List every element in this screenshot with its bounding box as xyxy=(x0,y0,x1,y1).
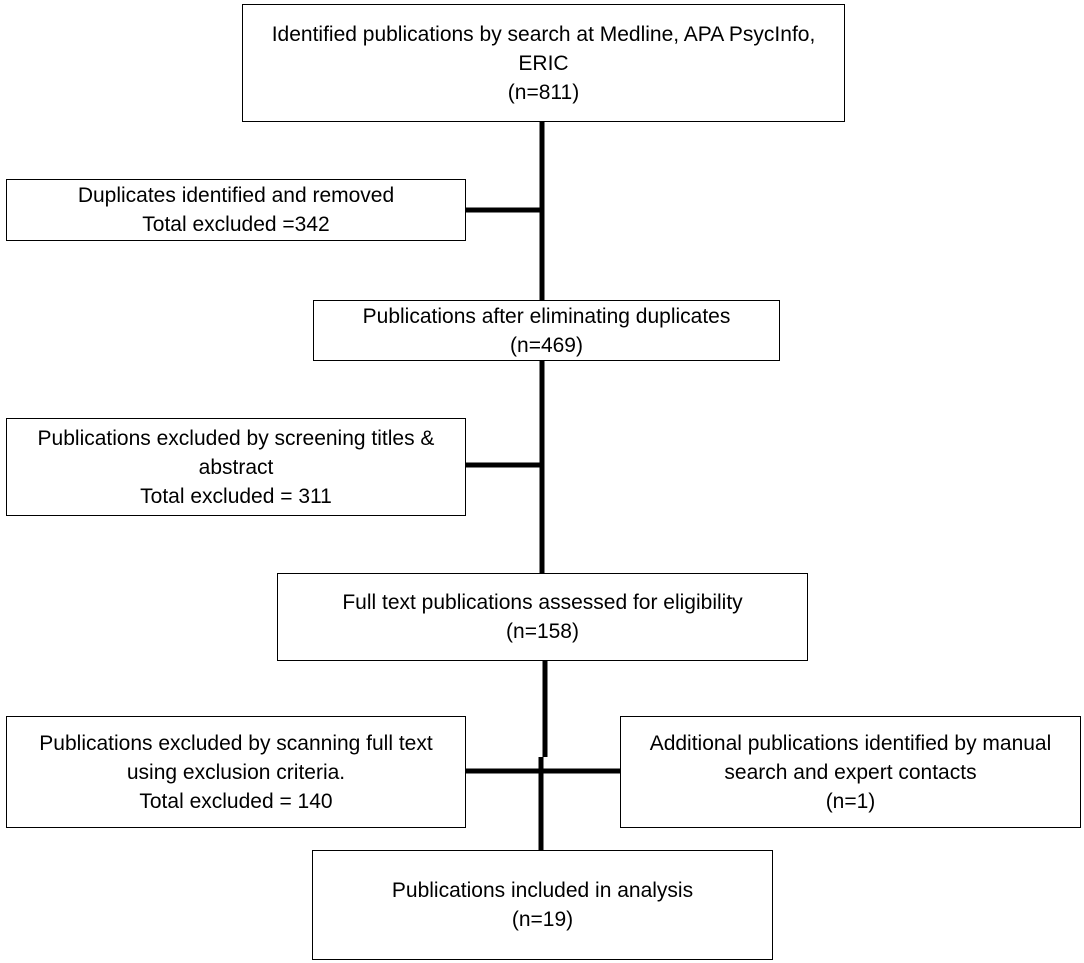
identified-line-2: ERIC xyxy=(518,51,569,75)
additional-line-1: Additional publications identified by ma… xyxy=(649,731,1052,755)
after-duplicates-count: (n=469) xyxy=(510,333,583,357)
excluded-screening-line-1: Publications excluded by screening title… xyxy=(37,426,435,450)
identified-count: (n=811) xyxy=(507,80,580,104)
additional-publications-box: Additional publications identified by ma… xyxy=(620,716,1081,828)
included-line-1: Publications included in analysis xyxy=(391,879,694,902)
excluded-screening-line-3: Total excluded = 311 xyxy=(140,484,332,508)
excluded-full-text-box: Publications excluded by scanning full t… xyxy=(6,716,466,828)
full-text-count: (n=158) xyxy=(506,620,579,643)
identified-publications-box: Identified publications by search at Med… xyxy=(242,4,845,122)
included-count: (n=19) xyxy=(511,908,574,931)
included-publications-box: Publications included in analysis (n=19) xyxy=(312,850,773,960)
additional-line-2: search and expert contacts xyxy=(724,760,977,784)
excluded-screening-line-2: abstract xyxy=(198,455,274,479)
excluded-full-text-line-1: Publications excluded by scanning full t… xyxy=(39,731,433,755)
identified-line-1: Identified publications by search at Med… xyxy=(271,22,816,46)
after-duplicates-box: Publications after eliminating duplicate… xyxy=(313,300,780,361)
full-text-line-1: Full text publications assessed for elig… xyxy=(342,591,743,614)
duplicates-line-2: Total excluded =342 xyxy=(142,213,330,236)
after-duplicates-line-1: Publications after eliminating duplicate… xyxy=(362,304,731,328)
additional-count: (n=1) xyxy=(825,789,876,813)
full-text-assessed-box: Full text publications assessed for elig… xyxy=(277,573,808,661)
excluded-full-text-line-3: Total excluded = 140 xyxy=(139,789,333,813)
duplicates-line-1: Duplicates identified and removed xyxy=(77,184,395,207)
excluded-full-text-line-2: using exclusion criteria. xyxy=(126,760,346,784)
excluded-screening-box: Publications excluded by screening title… xyxy=(6,418,466,516)
duplicates-removed-box: Duplicates identified and removed Total … xyxy=(6,179,466,241)
